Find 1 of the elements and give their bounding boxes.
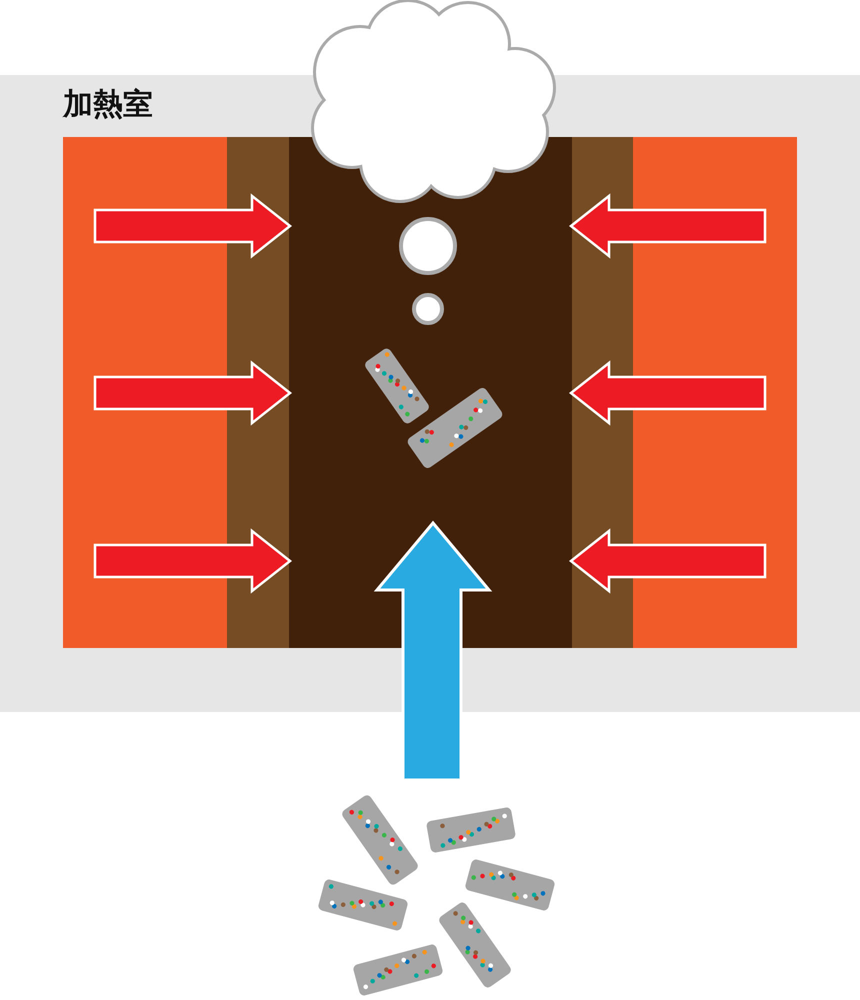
chamber-label: 加熱室 <box>63 86 153 124</box>
